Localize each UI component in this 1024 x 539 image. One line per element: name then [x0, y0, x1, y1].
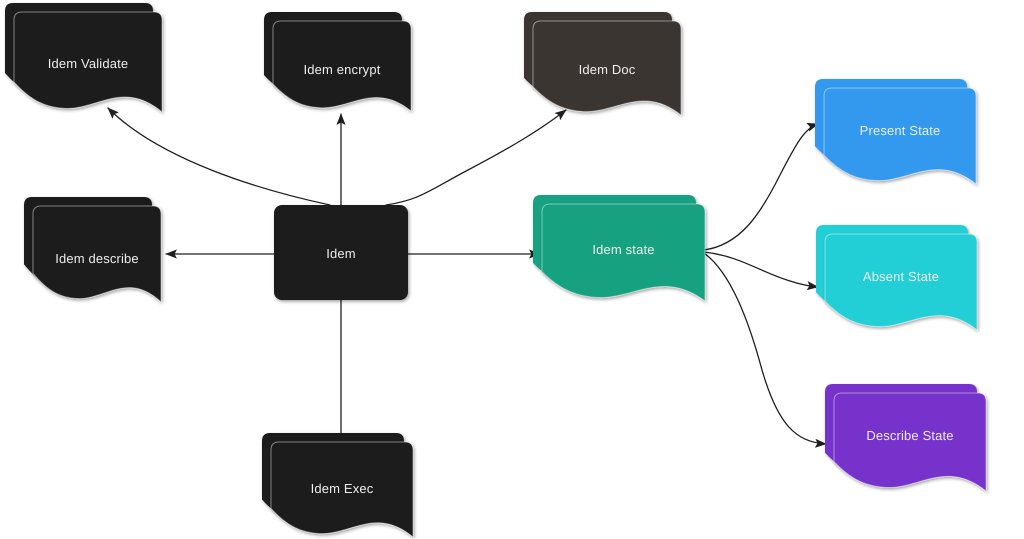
shape-front-sheet [272, 20, 412, 113]
document-shape-idem-validate [5, 3, 163, 114]
node-idem-describe[interactable]: Idem describe [24, 197, 162, 304]
node-absent-state[interactable]: Absent State [816, 225, 978, 332]
edge-state-to-absent [703, 251, 819, 291]
node-idem-encrypt[interactable]: Idem encrypt [264, 12, 412, 113]
node-idem-validate[interactable]: Idem Validate [5, 3, 163, 114]
edge-state-to-present [703, 122, 819, 251]
shape-body [274, 205, 408, 300]
node-idem-exec[interactable]: Idem Exec [262, 433, 414, 539]
edge-state-to-describe [703, 252, 827, 448]
document-shape-idem-encrypt [264, 12, 412, 113]
rect-shape-idem [274, 205, 408, 300]
document-shape-describe-state [825, 384, 987, 493]
document-shape-idem-doc [524, 12, 682, 117]
node-present-state[interactable]: Present State [815, 79, 977, 186]
document-shape-absent-state [816, 225, 978, 332]
shape-front-sheet [541, 203, 706, 302]
shape-front-sheet [532, 20, 682, 117]
document-shape-idem-state [533, 195, 706, 302]
node-idem-state[interactable]: Idem state [533, 195, 706, 302]
node-describe-state[interactable]: Describe State [825, 384, 987, 493]
shape-front-sheet [823, 87, 977, 186]
shape-front-sheet [833, 392, 987, 493]
shape-front-sheet [270, 441, 414, 539]
edge-idem-to-validate [107, 107, 331, 206]
document-shape-present-state [815, 79, 977, 186]
shape-front-sheet [13, 11, 163, 114]
shape-front-sheet [32, 205, 162, 304]
node-idem[interactable]: Idem [265, 196, 408, 300]
shape-front-sheet [824, 233, 978, 332]
node-idem-doc[interactable]: Idem Doc [524, 12, 682, 117]
document-shape-idem-exec [262, 433, 414, 539]
document-shape-idem-describe [24, 197, 162, 304]
edge-idem-to-doc [385, 109, 567, 206]
